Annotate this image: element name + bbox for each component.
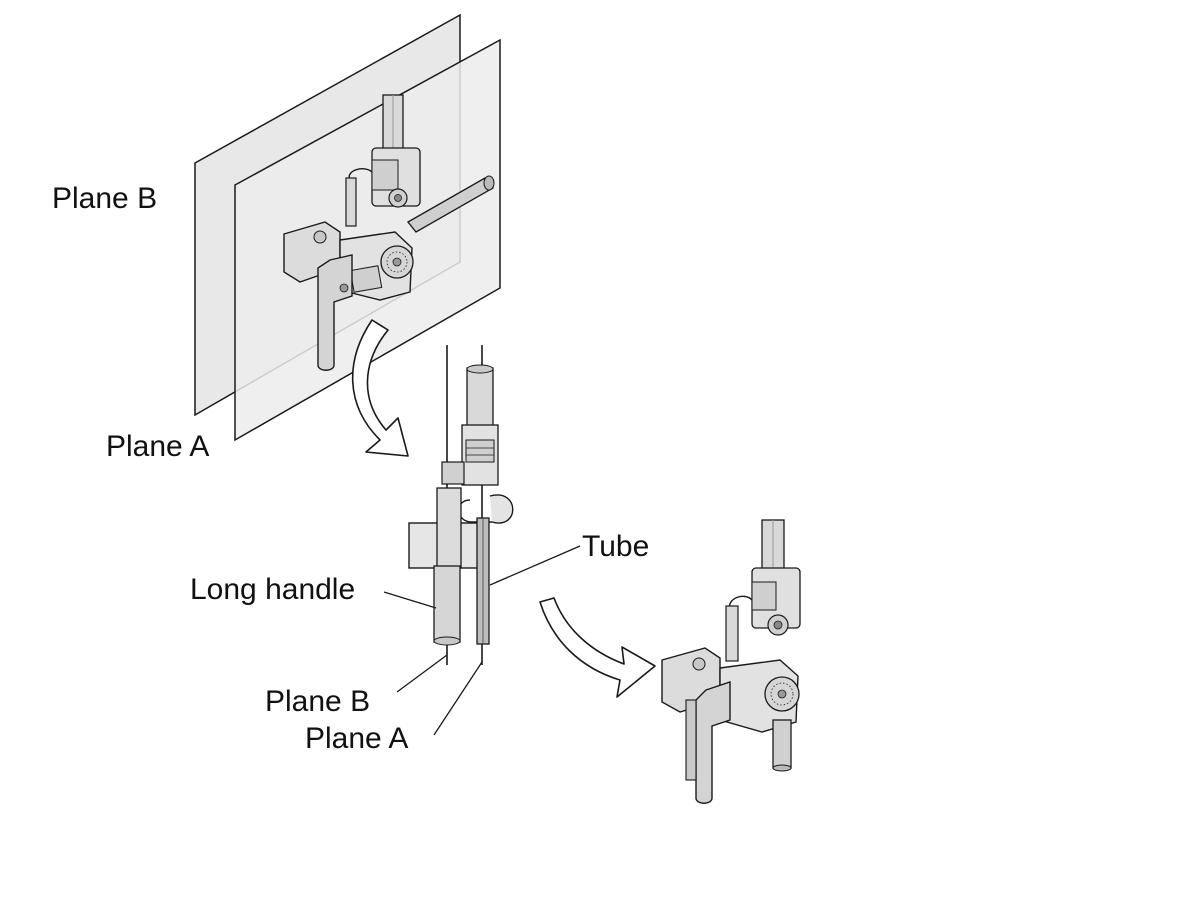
plane-b-leader: [396, 654, 448, 693]
tube-label: Tube: [582, 530, 650, 563]
upper-bender-head: [345, 147, 421, 227]
curved-arrow-down: [351, 319, 409, 457]
plane-a-top-label: Plane A: [106, 430, 210, 463]
isometric-view: [661, 519, 801, 804]
tube-leader: [489, 545, 581, 586]
perspective-view: [194, 13, 501, 442]
horizontal-tube: [407, 175, 495, 233]
side-view: [383, 345, 581, 736]
long-handle-perspective: [317, 254, 353, 371]
plane-a-side-label: Plane A: [305, 722, 409, 755]
curved-arrow-right: [539, 597, 656, 698]
plane-b-top-label: Plane B: [52, 182, 158, 215]
plane-a-leader: [433, 661, 483, 736]
long-handle-label: Long handle: [190, 573, 356, 606]
long-handle-leader: [383, 591, 437, 609]
long-handle-side: [433, 565, 461, 643]
plane-b-side-label: Plane B: [265, 685, 371, 718]
